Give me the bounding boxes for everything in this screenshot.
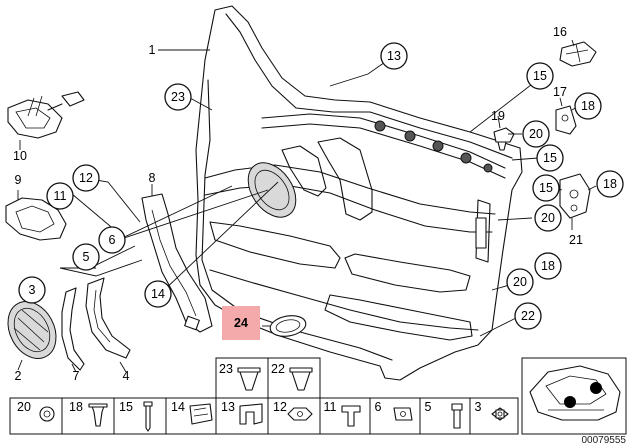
lower-trim-part-4 bbox=[85, 277, 131, 359]
callout-9: 9 bbox=[15, 173, 22, 187]
callout-7: 7 bbox=[73, 369, 80, 383]
trim-clip-icon bbox=[88, 403, 108, 427]
callout-24: 24 bbox=[234, 316, 248, 330]
grid-label-20: 20 bbox=[17, 400, 31, 414]
fastener-part-19 bbox=[493, 127, 515, 151]
trim-strip-part-7 bbox=[61, 287, 85, 371]
grid-label-23: 23 bbox=[219, 362, 233, 376]
inner-door-handle-part-10 bbox=[7, 91, 85, 139]
callout-1: 1 bbox=[149, 43, 156, 57]
callout-18a: 18 bbox=[581, 99, 595, 113]
push-clip-icon bbox=[237, 367, 261, 391]
callout-3: 3 bbox=[29, 283, 36, 297]
grid-label-11: 11 bbox=[324, 400, 337, 414]
callout-6: 6 bbox=[109, 233, 116, 247]
callout-20b: 20 bbox=[541, 211, 555, 225]
emblem-part-24 bbox=[269, 315, 307, 337]
grid-label-14: 14 bbox=[171, 400, 185, 414]
bolt-icon bbox=[451, 403, 463, 429]
callout-16: 16 bbox=[553, 25, 567, 39]
clip-part-17 bbox=[555, 105, 577, 135]
callout-21: 21 bbox=[569, 233, 583, 247]
retainer-block-icon bbox=[189, 403, 213, 425]
spring-clip-icon bbox=[239, 403, 263, 425]
callout-20c: 20 bbox=[513, 275, 527, 289]
callout-18b: 18 bbox=[603, 177, 617, 191]
screw-icon bbox=[143, 401, 153, 432]
bracket-part-16 bbox=[559, 41, 597, 67]
callouts: 1 10 9 8 2 7 4 16 17 19 21 24 13 23 11 1… bbox=[13, 25, 624, 383]
callout-15a: 15 bbox=[533, 69, 547, 83]
vertical-bracket-part-8 bbox=[141, 193, 213, 333]
bracket-part-21 bbox=[559, 173, 591, 219]
grid-label-15: 15 bbox=[119, 400, 133, 414]
callout-10: 10 bbox=[13, 149, 27, 163]
callout-5: 5 bbox=[83, 250, 90, 264]
callout-13: 13 bbox=[387, 49, 401, 63]
handle-bezel-part-9 bbox=[5, 197, 67, 241]
t-clip-icon bbox=[341, 405, 361, 427]
speaker-grille-part-2 bbox=[7, 301, 57, 359]
grid-label-18: 18 bbox=[69, 400, 83, 414]
vehicle-locator-thumbnail bbox=[521, 357, 627, 435]
location-marker-dot bbox=[590, 382, 602, 394]
reference-number: 00079555 bbox=[582, 435, 627, 446]
push-clip-icon bbox=[289, 367, 313, 391]
callout-15c: 15 bbox=[539, 181, 553, 195]
star-washer-icon bbox=[491, 407, 509, 421]
hex-nut-icon bbox=[287, 407, 313, 421]
location-marker-dot bbox=[564, 396, 576, 408]
grid-label-3: 3 bbox=[475, 400, 482, 414]
callout-17: 17 bbox=[553, 85, 567, 99]
fastener-grid: 23 22 20 18 15 14 13 12 11 6 5 3 bbox=[9, 357, 519, 435]
callout-22: 22 bbox=[521, 309, 535, 323]
callout-11: 11 bbox=[54, 189, 67, 203]
callout-2: 2 bbox=[15, 369, 22, 383]
callout-4: 4 bbox=[123, 369, 130, 383]
callout-12: 12 bbox=[79, 171, 93, 185]
part-24-highlight bbox=[222, 306, 260, 340]
grid-label-22: 22 bbox=[271, 362, 285, 376]
callout-8: 8 bbox=[149, 171, 156, 185]
grid-label-5: 5 bbox=[425, 400, 432, 414]
callout-20a: 20 bbox=[529, 127, 543, 141]
door-trim-panel bbox=[195, 5, 523, 381]
round-clip-icon bbox=[39, 406, 55, 422]
callout-15b: 15 bbox=[543, 151, 557, 165]
square-nut-icon bbox=[393, 407, 413, 421]
grid-label-12: 12 bbox=[273, 400, 287, 414]
grid-label-6: 6 bbox=[375, 400, 382, 414]
callout-19: 19 bbox=[491, 109, 505, 123]
callout-23: 23 bbox=[171, 90, 185, 104]
callout-18c: 18 bbox=[541, 259, 555, 273]
callout-14: 14 bbox=[151, 287, 165, 301]
grid-label-13: 13 bbox=[221, 400, 235, 414]
